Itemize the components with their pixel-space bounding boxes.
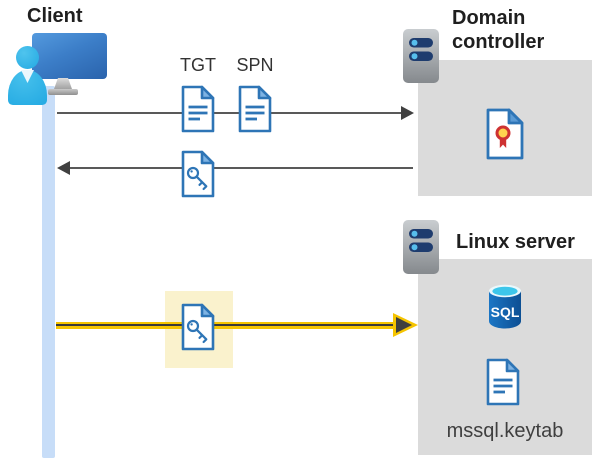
sql-database-icon: SQL [487,283,523,330]
monitor-icon [32,33,107,79]
keytab-filename: mssql.keytab [446,420,564,442]
tgt-label: TGT [180,55,216,75]
certificate-icon [483,108,527,160]
key-document-icon [178,150,218,198]
auth-arrow-head [396,317,412,333]
spn-label: SPN [236,55,274,75]
request-arrow-head [401,106,414,120]
keytab-document-icon [483,358,523,406]
client-title: Client [27,5,83,27]
response-arrow-line [70,167,413,169]
tgt-document-icon [178,85,218,133]
sql-badge-text: SQL [491,304,520,320]
linux-server-title: Linux server [456,231,575,253]
domain-controller-title: Domain controller [452,7,545,53]
monitor-stand-base [48,89,78,95]
request-arrow-line [57,112,403,114]
user-icon [16,46,39,69]
spn-document-icon [235,85,275,133]
monitor-stand [54,78,72,89]
linux-server-server-icon [402,219,440,275]
client-lifeline [42,86,55,458]
auth-arrow-core [56,324,396,327]
response-arrow-head [57,161,70,175]
auth-key-document-icon [178,303,218,351]
domain-controller-server-icon [402,28,440,84]
